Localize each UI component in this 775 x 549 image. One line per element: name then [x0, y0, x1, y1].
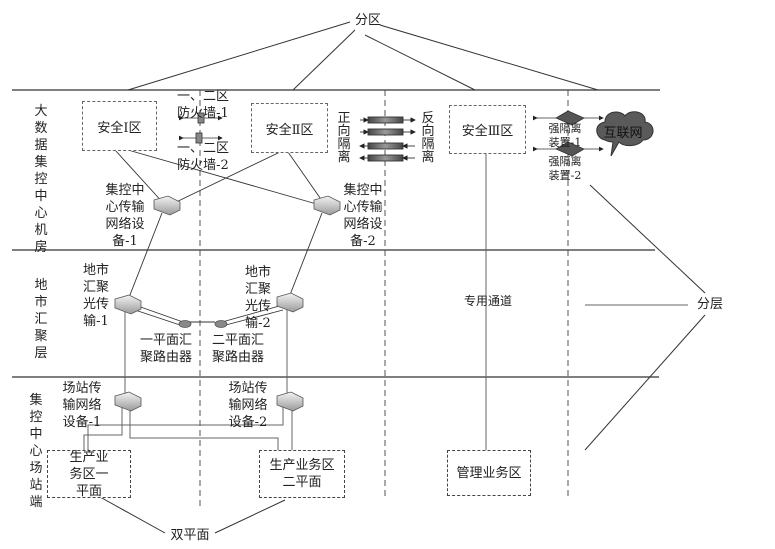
router-icon-center1	[153, 195, 181, 216]
dual-plane-label: 双平面	[170, 528, 210, 543]
dual-plane-pointers	[99, 496, 286, 534]
plane2-router-label: 二平面汇 聚路由器	[211, 333, 264, 365]
firewall-1-label: 一、二区 防火墙-1	[176, 89, 229, 121]
partition-title: 分区	[354, 13, 381, 28]
isolation-devices	[359, 116, 416, 162]
dedicated-channel-label: 专用通道	[463, 294, 512, 308]
plane1-router-label: 一平面汇 聚路由器	[139, 333, 192, 365]
reverse-isolation-label: 反向隔离	[421, 111, 435, 165]
network-device-icons	[114, 195, 341, 412]
center-device-2-label: 集控中 心传输 网络设 备-2	[343, 183, 383, 249]
cloud-icon	[596, 111, 654, 157]
router-icon-plane1	[178, 320, 192, 328]
vertical-links	[83, 152, 487, 450]
production-area-plane1: 生产业 务区一 平面	[47, 450, 131, 499]
layer-label-station: 集控中心场站端	[29, 393, 43, 510]
center-device-1-label: 集控中 心传输 网络设 备-1	[105, 183, 145, 249]
connections	[114, 149, 326, 327]
router-icon-city1	[114, 294, 142, 315]
layering-pointers	[584, 184, 706, 451]
security-zone-3: 安全Ⅲ区	[449, 105, 526, 154]
management-area: 管理业务区	[447, 450, 531, 496]
router-icon-center2	[313, 195, 341, 216]
firewall-icons	[179, 112, 223, 144]
strong-isolation-icons	[533, 110, 604, 157]
production-area-plane2: 生产业务区 二平面	[259, 450, 345, 498]
router-icon-plane2	[214, 320, 228, 328]
firewall-2-label: 一、二区 防火墙-2	[176, 141, 229, 173]
security-zone-1: 安全Ⅰ区	[82, 101, 157, 151]
partition-pointers	[127, 21, 599, 91]
internet-label: 互联网	[603, 126, 643, 141]
security-zone-2: 安全Ⅱ区	[251, 103, 328, 153]
station-device-2-label: 场站传 输网络 设备-2	[228, 381, 268, 430]
router-icon-station1	[114, 391, 142, 412]
layering-title: 分层	[696, 297, 723, 312]
strong-isolation-1-label: 强隔离 装置-1	[548, 122, 582, 149]
router-icon-station2	[276, 391, 304, 412]
layer-label-city: 地市汇聚层	[34, 278, 48, 361]
forward-isolation-label: 正向隔离	[337, 111, 351, 165]
router-icon-city2	[276, 292, 304, 313]
strong-isolation-2-label: 强隔离 装置-2	[548, 155, 582, 182]
city-transport-2-label: 地市 汇聚 光传 输-2	[244, 265, 271, 331]
city-transport-1-label: 地市 汇聚 光传 输-1	[82, 263, 109, 329]
station-device-1-label: 场站传 输网络 设备-1	[62, 381, 102, 430]
layer-label-datacenter: 大数据集控中心机房	[34, 104, 48, 255]
